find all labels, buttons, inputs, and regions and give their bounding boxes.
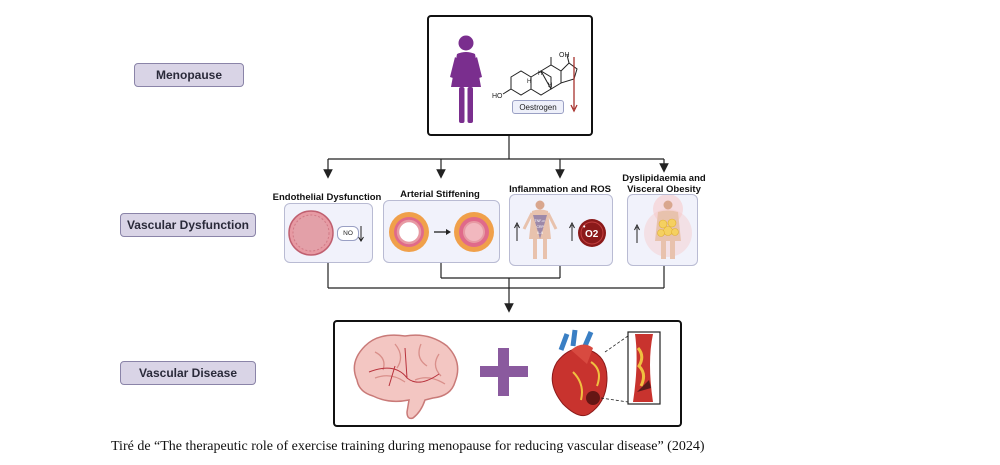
panel-title-endothelial: Endothelial Dysfunction: [272, 192, 382, 203]
increase-arrow: [634, 223, 640, 231]
h-label: H: [548, 83, 552, 89]
oestrogen-label: Oestrogen: [512, 100, 564, 114]
panel-title-inflammation: Inflammation and ROS: [509, 184, 611, 195]
marker-crp: CRP: [537, 225, 545, 229]
panel-title-arterial: Arterial Stiffening: [400, 189, 480, 200]
oestrogen-molecule-icon: [502, 54, 578, 96]
ros-dot: •: [583, 224, 586, 231]
panel-dyslipidaemia-obesity: [627, 194, 698, 266]
vascular-disease-box: [333, 320, 682, 427]
ros-label: O2: [585, 229, 599, 240]
ho-label: HO: [492, 93, 503, 100]
panel-title-dyslipidaemia: Dyslipidaemia and Visceral Obesity: [614, 173, 714, 195]
plus-icon: [480, 348, 528, 396]
zoom-guide-line: [600, 397, 629, 403]
woman-body-icon: [522, 200, 558, 259]
woman-icon: [450, 35, 482, 123]
marker-tnf: TNF-α: [535, 219, 545, 223]
heart-icon: [551, 329, 608, 417]
menopause-illustration: OH HO H H H: [450, 35, 578, 123]
ros-icon: [578, 219, 606, 247]
title-line: Dyslipidaemia and: [622, 173, 706, 184]
figure-caption: Tiré de “The therapeutic role of exercis…: [111, 439, 705, 454]
marker-il6: IL-6: [537, 231, 543, 235]
menopause-box: OH HO H H H Oestrogen: [427, 15, 593, 136]
healthy-artery-icon: [389, 212, 429, 252]
stage-label-vascular-dysfunction: Vascular Dysfunction: [120, 213, 256, 237]
title-line: Visceral Obesity: [627, 184, 701, 195]
artery-plaque-icon: [627, 331, 661, 405]
no-marker: NO: [337, 226, 359, 241]
panel-arterial-stiffening: [383, 200, 500, 263]
h-label: H: [538, 71, 542, 77]
increase-arrow: [569, 221, 575, 229]
stiff-artery-icon: [454, 212, 494, 252]
zoom-guide-line: [604, 335, 629, 353]
oh-label: OH: [559, 52, 570, 59]
stage-label-menopause: Menopause: [134, 63, 244, 87]
stage-label-vascular-disease: Vascular Disease: [120, 361, 256, 385]
h-label: H: [527, 79, 531, 85]
obese-body-icon: [644, 195, 692, 259]
increase-arrow: [514, 221, 520, 229]
panel-endothelial-dysfunction: NO: [284, 203, 373, 263]
panel-inflammation-ros: • O2 TNF-α CRP IL-6: [509, 194, 613, 266]
brain-icon: [353, 334, 459, 420]
